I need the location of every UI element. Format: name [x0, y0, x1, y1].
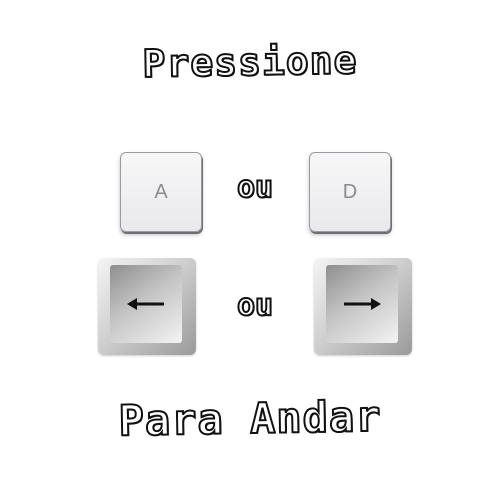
key-d: D: [309, 152, 391, 232]
or-separator-2: ou: [236, 287, 274, 324]
arrow-left-icon: [127, 298, 164, 310]
key-a-label: A: [154, 180, 168, 203]
key-a: A: [120, 152, 202, 232]
or-separator-1: ou: [236, 169, 274, 206]
key-arrow-left: [98, 258, 196, 355]
key-d-label: D: [342, 180, 358, 203]
key-arrow-right: [314, 258, 412, 355]
key-arrow-right-face: [326, 265, 398, 343]
arrow-right-icon: [344, 298, 381, 310]
instruction-caption: Para Andar: [117, 391, 383, 447]
key-arrow-left-face: [110, 265, 182, 343]
instruction-title: Pressione: [141, 37, 359, 87]
